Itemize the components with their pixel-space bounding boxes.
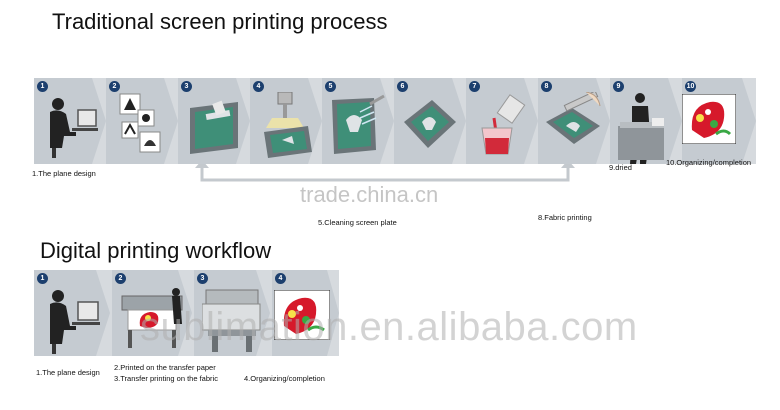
- caption-step-5: 5.Cleaning screen plate: [318, 218, 397, 227]
- caption-step-9: 9.dried: [609, 163, 632, 172]
- step-number-badge: 5: [325, 81, 336, 92]
- finished-screen-icon: [404, 100, 456, 148]
- caption-step-1: 1.The plane design: [32, 169, 96, 178]
- washing-screen-icon: [332, 94, 385, 154]
- caption-digital-step-3: 3.Transfer printing on the fabric: [114, 374, 218, 383]
- step-number-badge: 6: [397, 81, 408, 92]
- step-number-badge: 4: [253, 81, 264, 92]
- return-loop-arrow: [195, 160, 575, 182]
- large-format-printer-icon: [121, 288, 183, 348]
- digital-workflow-title: Digital printing workflow: [40, 238, 272, 263]
- coating-screen-icon: [190, 100, 238, 154]
- caption-digital-step-2: 2.Printed on the transfer paper: [114, 363, 216, 372]
- heat-press-icon: [202, 289, 261, 352]
- step-number-badge: 3: [181, 81, 192, 92]
- step-number-badge: 10: [685, 81, 696, 92]
- traditional-process-title: Traditional screen printing process: [52, 9, 388, 34]
- exposure-lamp-icon: [264, 92, 312, 158]
- squeegee-printing-icon: [546, 92, 601, 144]
- caption-step-10: 10.Organizing/completion: [666, 158, 752, 167]
- step-number-badge: 4: [275, 273, 286, 284]
- drying-machine-icon: [618, 93, 664, 164]
- caption-step-8: 8.Fabric printing: [538, 213, 592, 222]
- step-number-badge: 2: [109, 81, 120, 92]
- step-number-badge: 7: [469, 81, 480, 92]
- step-number-badge: 1: [37, 81, 48, 92]
- mixing-ink-icon: [481, 94, 526, 155]
- caption-digital-step-1: 1.The plane design: [36, 368, 100, 377]
- caption-digital-step-4: 4.Organizing/completion: [244, 374, 325, 383]
- design-sketches-icon: [119, 93, 161, 153]
- finished-print-icon: [274, 290, 330, 340]
- step-number-badge: 1: [37, 273, 48, 284]
- finished-print-icon: [682, 94, 736, 144]
- step-number-badge: 8: [541, 81, 552, 92]
- step-number-badge: 2: [115, 273, 126, 284]
- designer-at-computer-icon: [50, 98, 98, 158]
- designer-at-computer-icon: [50, 290, 100, 354]
- step-number-badge: 9: [613, 81, 624, 92]
- step-number-badge: 3: [197, 273, 208, 284]
